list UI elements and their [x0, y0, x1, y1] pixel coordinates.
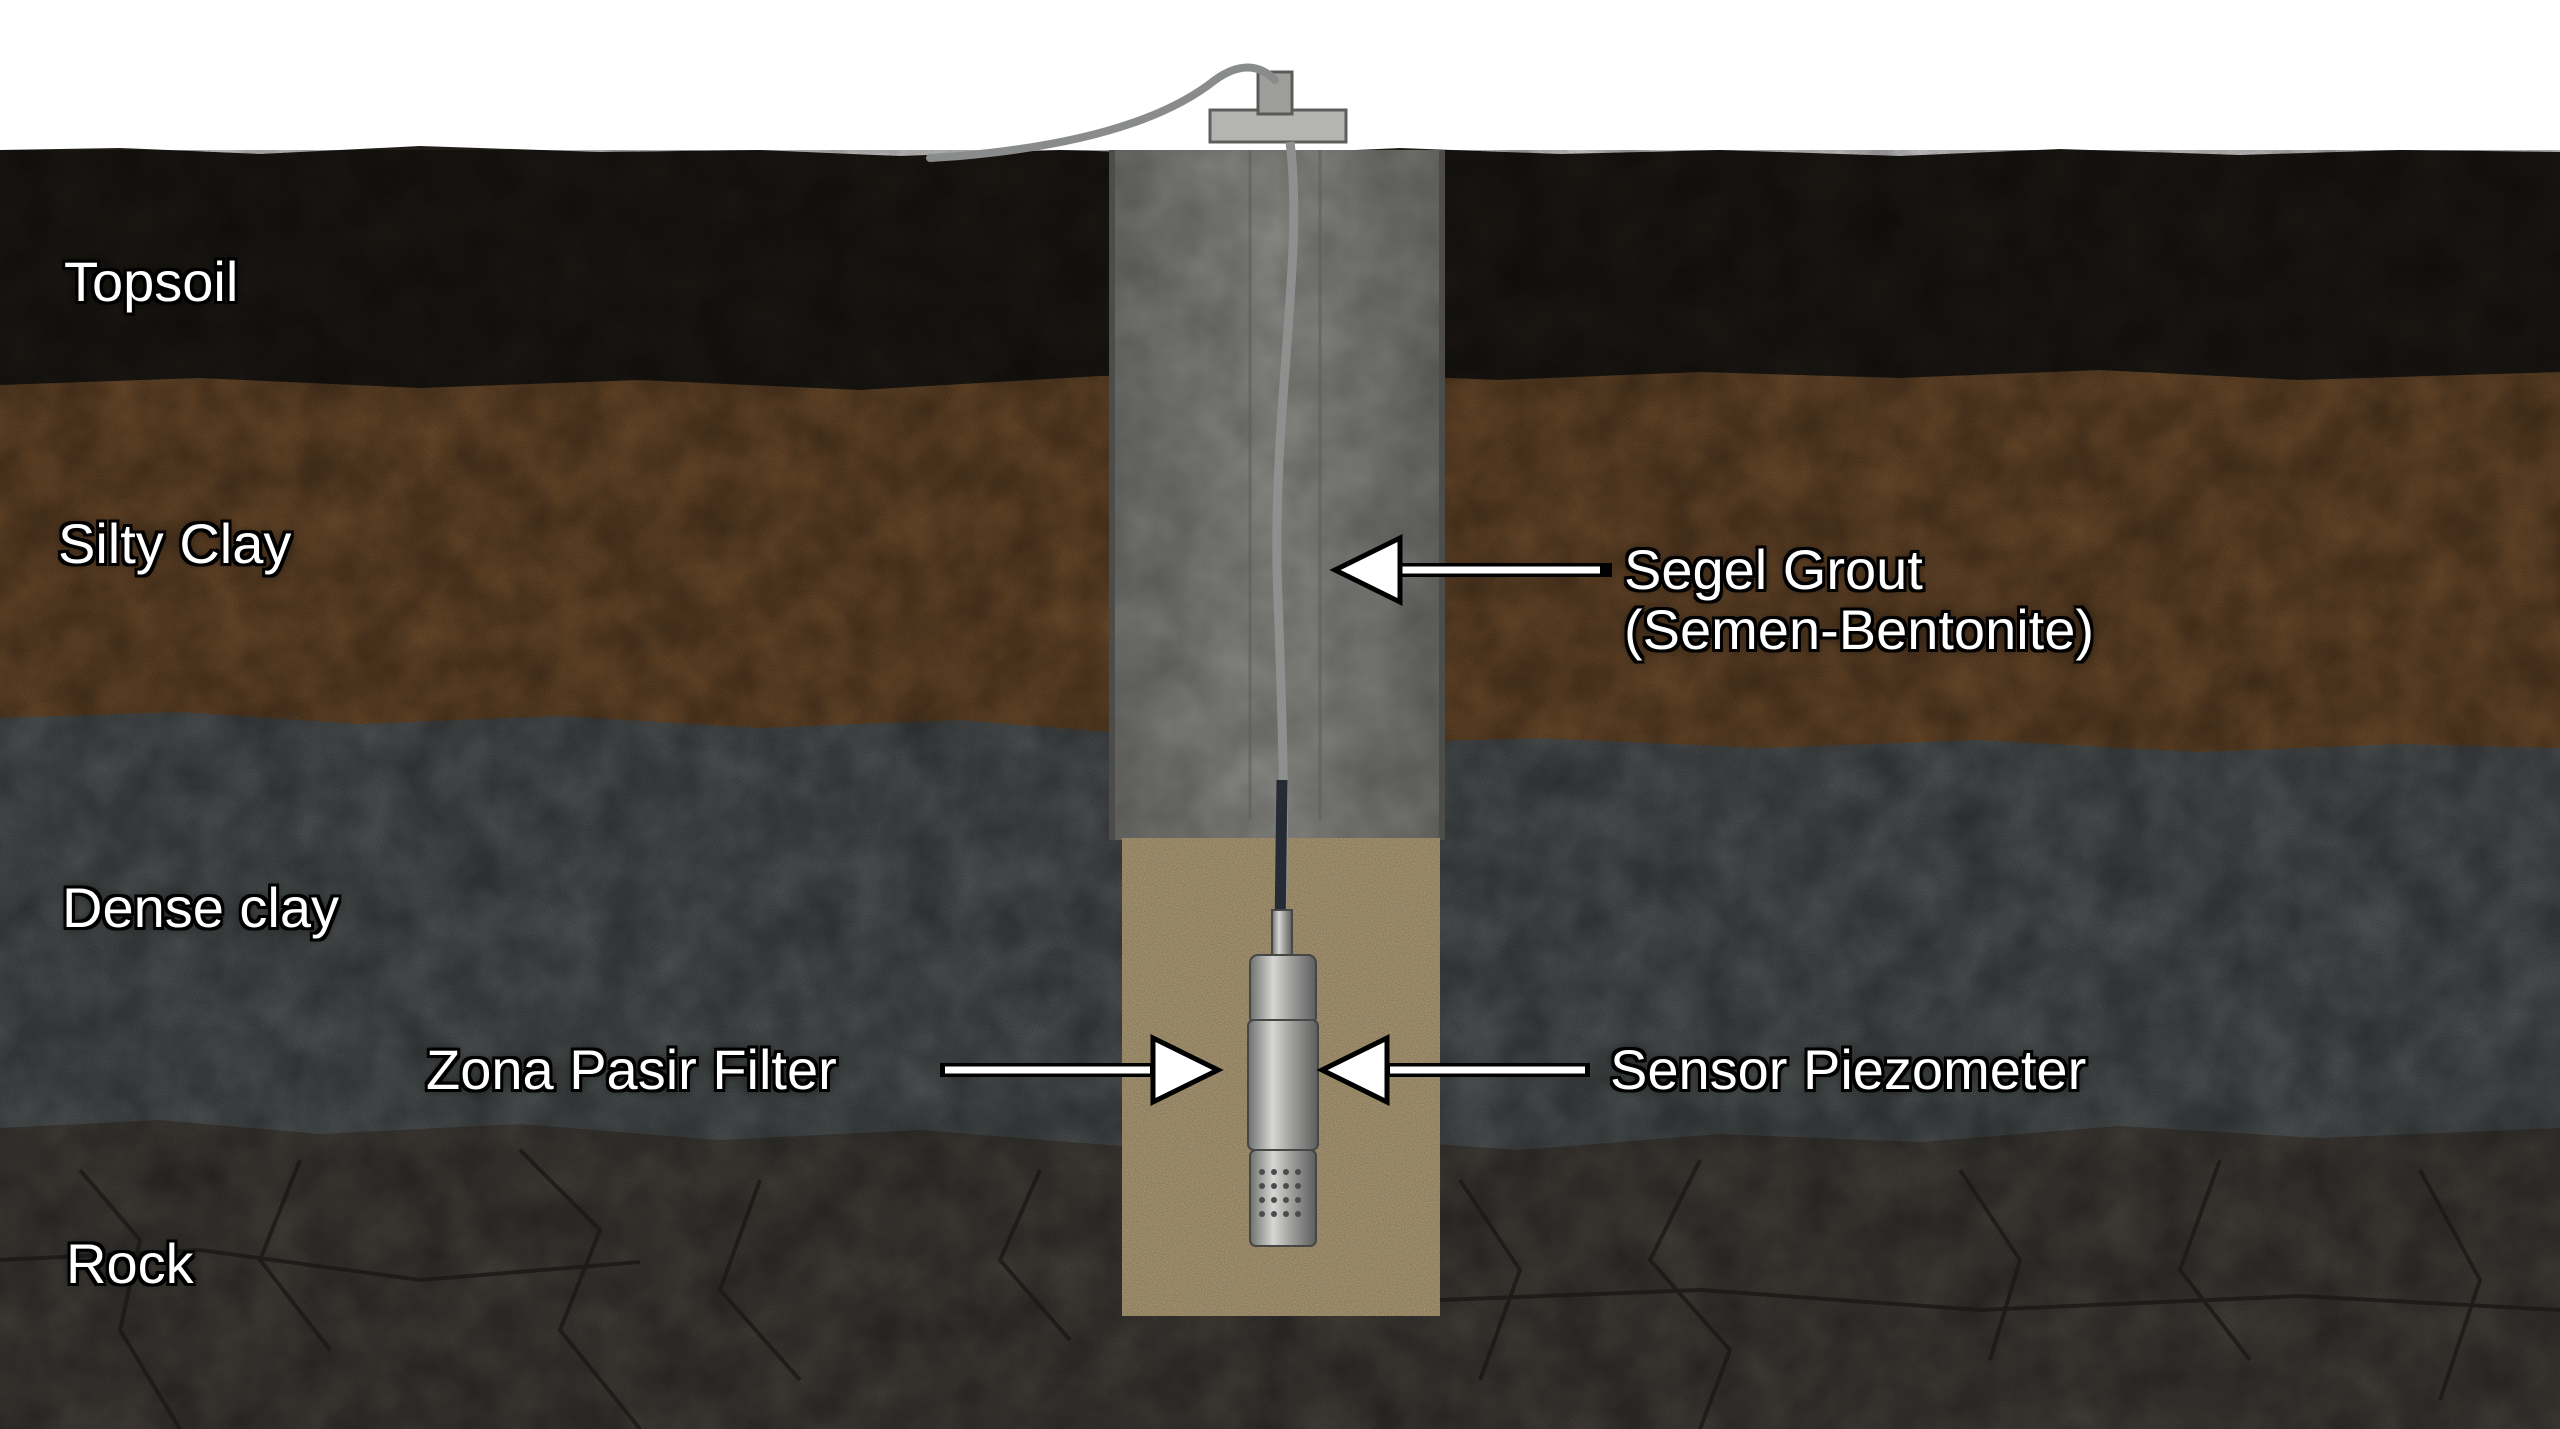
- silty-clay-label: Silty Clay: [58, 512, 292, 575]
- filter-label: Zona Pasir Filter: [426, 1038, 837, 1101]
- grout-label-line2: (Semen-Bentonite): [1624, 598, 2095, 662]
- sensor-label: Sensor Piezometer: [1610, 1038, 2087, 1101]
- rock-label: Rock: [66, 1232, 194, 1295]
- topsoil-label: Topsoil: [64, 250, 239, 313]
- piezometer-sensor: [1247, 909, 1319, 1247]
- readout-cable: [926, 63, 1279, 162]
- rock-cracks: [0, 1148, 2560, 1429]
- arrow-sensor-head: [1316, 1033, 1390, 1107]
- grout-label: Segel Grout (Semen-Bentonite): [1624, 538, 2095, 662]
- arrow-grout-head: [1329, 533, 1403, 607]
- arrow-filter-head: [1150, 1033, 1224, 1107]
- dense-clay-label: Dense clay: [62, 876, 340, 939]
- grout-label-line1: Segel Grout: [1624, 538, 1923, 601]
